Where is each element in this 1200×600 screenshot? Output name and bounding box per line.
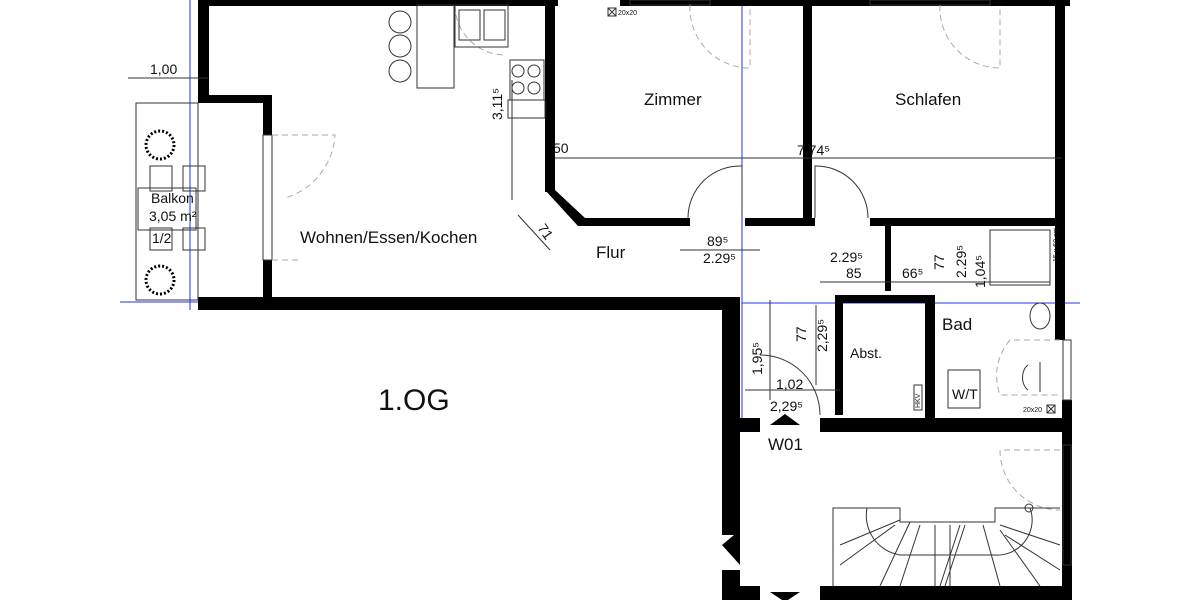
dim-229c: 2,29⁵ [770, 398, 803, 414]
room-label-zimmer: Zimmer [644, 90, 702, 109]
shaft-icon [607, 7, 617, 17]
walls [198, 0, 1072, 600]
dim-balkon-width: 1,00 [150, 61, 177, 77]
dim-665: 66⁵ [902, 265, 923, 281]
room-label-balkon: Balkon [151, 190, 194, 206]
dim-diag-71: 71 [535, 221, 557, 243]
dim-229b: 2,29⁵ [814, 319, 830, 352]
room-label-bad: Bad [942, 315, 972, 334]
guide-lines [120, 0, 1080, 430]
room-label-flur: Flur [596, 243, 626, 262]
dim-flur2-2295: 2.29⁵ [830, 249, 863, 265]
windows [262, 0, 1072, 566]
balcony [135, 102, 206, 301]
bathroom-fixtures [913, 229, 1051, 411]
shaft-label-2: 20x20 [1023, 407, 1042, 414]
stair-label: W01 [768, 435, 803, 454]
dim-flur-2295: 2.29⁵ [703, 250, 736, 266]
doors [272, 4, 1061, 511]
shower-label: 15 x 60 cm [1053, 228, 1060, 262]
hkv-label: HKV [915, 393, 922, 408]
dim-2295-vertical: 2.29⁵ [953, 245, 969, 278]
floor-label: 1.OG [378, 384, 450, 417]
dim-door-895: 89⁵ [707, 233, 728, 249]
kitchen-fixtures [388, 4, 546, 119]
dim-77a: 77 [931, 254, 947, 270]
dim-1045: 1,04⁵ [972, 255, 988, 288]
dimension-lines [128, 77, 1062, 400]
shaft-label-1: 20x20 [618, 10, 637, 17]
staircase [832, 503, 1061, 587]
dim-wall-50: 50 [553, 140, 569, 156]
room-label-schlafen: Schlafen [895, 90, 961, 109]
balkon-area: 3,05 m² [149, 208, 197, 224]
dimension-labels: 1,00 3,11⁵ 50 71 7,74⁵ 89⁵ 2.29⁵ 2.29⁵ 8… [150, 61, 988, 414]
plant-icon [144, 264, 176, 296]
dim-77b: 77 [793, 326, 809, 342]
dim-kitchen-depth: 3,11⁵ [489, 88, 505, 120]
dim-102: 1,02 [776, 376, 803, 392]
dim-1955: 1,95⁵ [749, 342, 765, 375]
dim-length-774: 7,74⁵ [797, 142, 830, 158]
room-label-living: Wohnen/Essen/Kochen [300, 228, 477, 247]
room-label-wt: W/T [952, 386, 978, 402]
annotations: 20x20 20x20 15 x 60 cm HKV [607, 7, 1060, 414]
dim-flur-85: 85 [846, 265, 862, 281]
shaft-icon [1046, 404, 1056, 414]
plant-icon [144, 129, 176, 161]
balkon-factor: 1/2 [152, 230, 172, 246]
room-label-abst: Abst. [850, 345, 882, 361]
